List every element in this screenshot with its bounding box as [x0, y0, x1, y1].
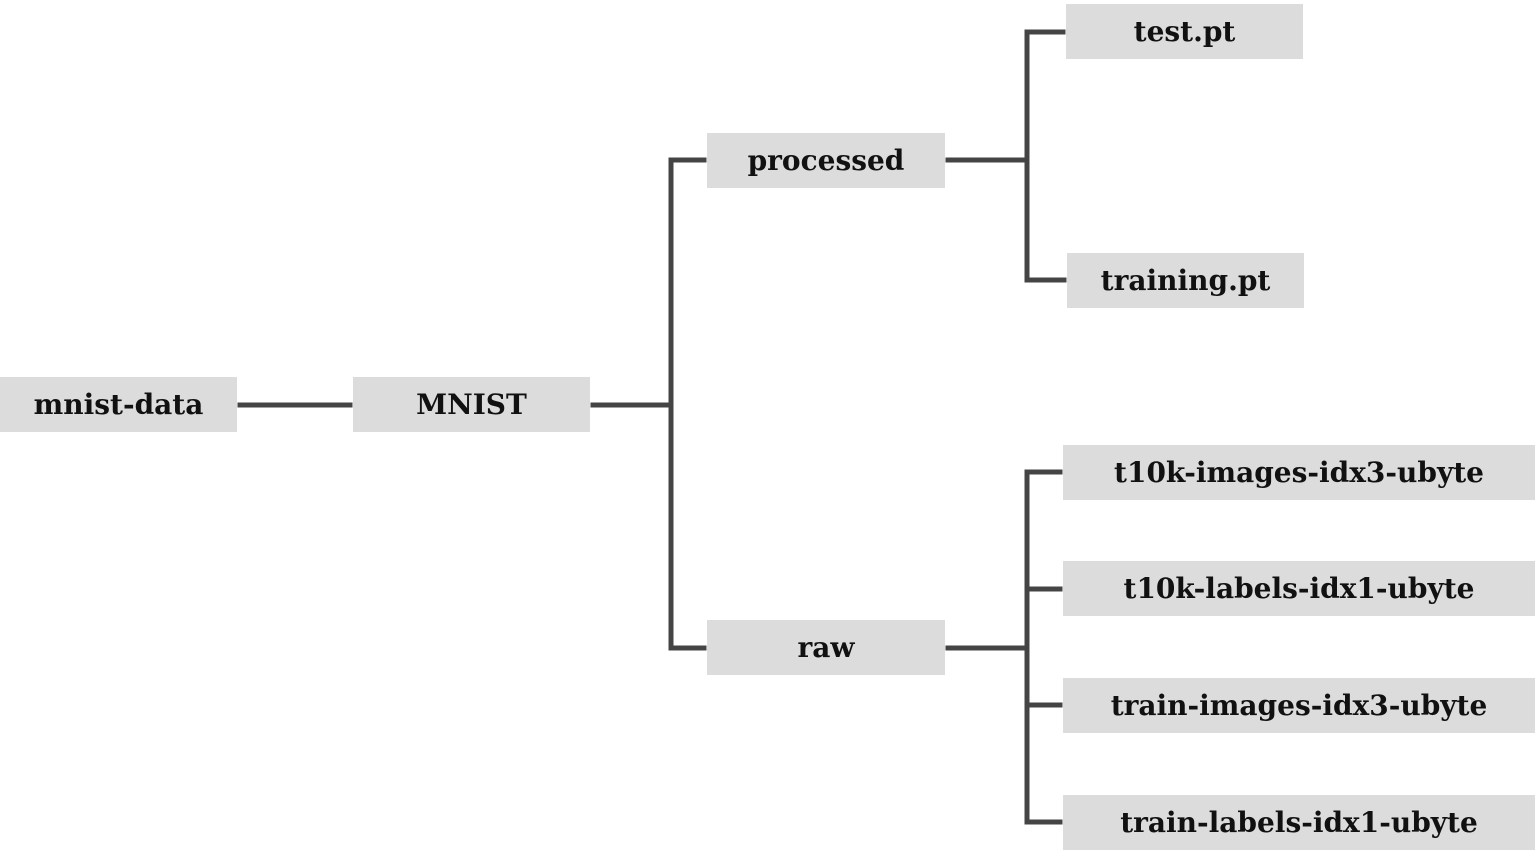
- file-node-test-pt: test.pt: [1066, 4, 1303, 59]
- node-label: raw: [797, 630, 855, 664]
- file-node-t10k-images: t10k-images-idx3-ubyte: [1063, 445, 1535, 500]
- node-label: train-labels-idx1-ubyte: [1120, 805, 1478, 839]
- file-node-training-pt: training.pt: [1067, 253, 1304, 308]
- node-label: t10k-labels-idx1-ubyte: [1123, 571, 1475, 605]
- node-label: t10k-images-idx3-ubyte: [1114, 455, 1484, 489]
- file-node-train-images: train-images-idx3-ubyte: [1063, 678, 1535, 733]
- node-label: test.pt: [1133, 14, 1236, 48]
- folder-node-processed: processed: [707, 133, 945, 188]
- folder-node-mnist: MNIST: [353, 377, 590, 432]
- node-label: train-images-idx3-ubyte: [1110, 688, 1488, 722]
- node-label: training.pt: [1100, 263, 1271, 297]
- node-label: MNIST: [416, 387, 527, 421]
- file-node-train-labels: train-labels-idx1-ubyte: [1063, 795, 1535, 850]
- node-label: processed: [747, 143, 905, 177]
- file-node-t10k-labels: t10k-labels-idx1-ubyte: [1063, 561, 1535, 616]
- node-label: mnist-data: [33, 387, 204, 421]
- folder-node-raw: raw: [707, 620, 945, 675]
- folder-node-mnist-data: mnist-data: [0, 377, 237, 432]
